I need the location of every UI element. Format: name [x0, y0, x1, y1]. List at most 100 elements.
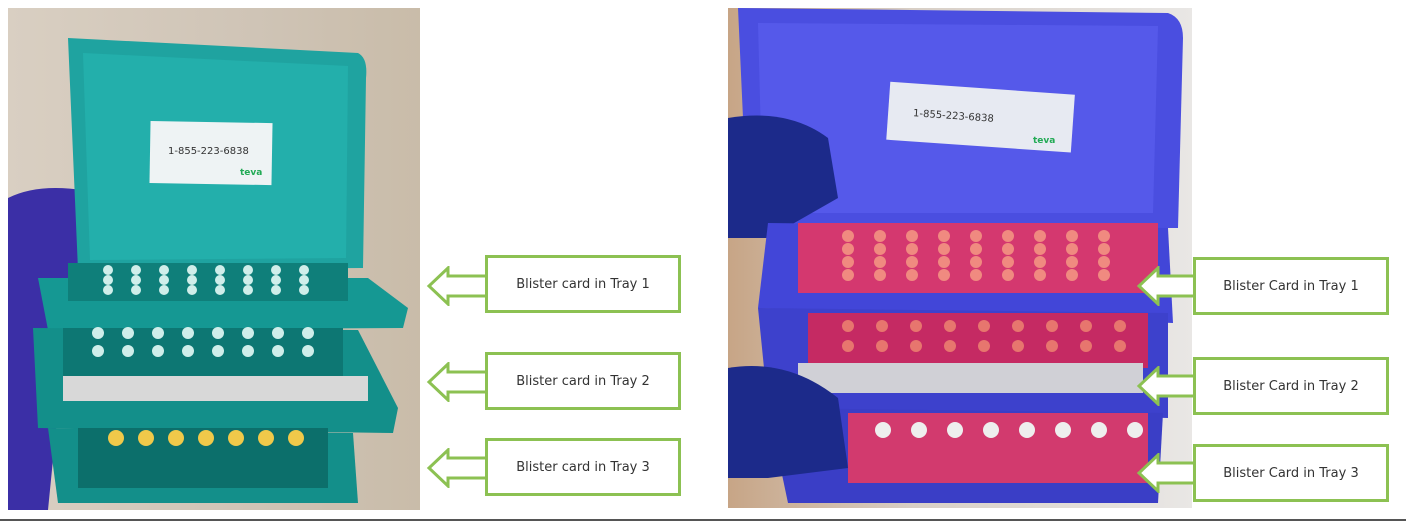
pill: [299, 265, 309, 275]
pill: [1091, 422, 1107, 438]
pill: [131, 275, 141, 285]
pill: [1114, 320, 1126, 332]
pill: [906, 243, 918, 255]
callout-tray-2: Blister card in Tray 2: [485, 352, 681, 410]
pill: [138, 430, 154, 446]
pill: [842, 269, 854, 281]
pill: [944, 320, 956, 332]
pill: [978, 320, 990, 332]
pill: [874, 243, 886, 255]
blister-foil: [63, 376, 368, 401]
pill: [215, 285, 225, 295]
pill: [302, 327, 314, 339]
pill: [187, 265, 197, 275]
pill: [187, 275, 197, 285]
pill: [198, 430, 214, 446]
glove: [8, 188, 120, 510]
bottom-divider: [0, 519, 1406, 521]
pill: [970, 269, 982, 281]
pill: [1066, 269, 1078, 281]
pill: [1127, 422, 1143, 438]
phone-label: 1-855-223-6838: [168, 146, 249, 157]
pill: [1019, 422, 1035, 438]
pill: [910, 320, 922, 332]
lid-label: [886, 81, 1075, 153]
arrow-left-icon: [1136, 266, 1196, 306]
pill: [228, 430, 244, 446]
pill: [842, 340, 854, 352]
pill: [1002, 269, 1014, 281]
pill: [131, 285, 141, 295]
pill: [92, 327, 104, 339]
pill: [299, 275, 309, 285]
pill: [131, 265, 141, 275]
pill: [1034, 243, 1046, 255]
pill: [108, 430, 124, 446]
pill: [1002, 230, 1014, 242]
blue-case-illustration: [728, 8, 1183, 503]
pill: [288, 430, 304, 446]
callout-tray-1: Blister Card in Tray 1: [1193, 257, 1389, 315]
pill: [159, 265, 169, 275]
pill: [910, 340, 922, 352]
pill: [938, 269, 950, 281]
pill: [103, 285, 113, 295]
pill: [1046, 340, 1058, 352]
pill: [874, 269, 886, 281]
pill: [938, 243, 950, 255]
pill: [215, 275, 225, 285]
teva-logo: teva: [240, 168, 263, 178]
pill: [947, 422, 963, 438]
pill: [271, 275, 281, 285]
pill: [187, 285, 197, 295]
pill: [1098, 269, 1110, 281]
pill: [1034, 256, 1046, 268]
pill: [272, 327, 284, 339]
arrow-left-icon: [426, 266, 486, 306]
pill: [1012, 320, 1024, 332]
pill: [978, 340, 990, 352]
pill: [911, 422, 927, 438]
pill: [242, 345, 254, 357]
pill: [1080, 320, 1092, 332]
pill: [970, 256, 982, 268]
pill: [302, 345, 314, 357]
pill: [159, 285, 169, 295]
pill: [152, 327, 164, 339]
pill: [1012, 340, 1024, 352]
pill: [938, 230, 950, 242]
lid-label: [149, 120, 273, 186]
pill: [1055, 422, 1071, 438]
pill: [243, 285, 253, 295]
arrow-left-icon: [1136, 366, 1196, 406]
pill: [1002, 243, 1014, 255]
pill: [1098, 243, 1110, 255]
pill: [874, 256, 886, 268]
callout-tray-2: Blister Card in Tray 2: [1193, 357, 1389, 415]
teal-case-illustration: [8, 38, 408, 510]
pill: [1066, 230, 1078, 242]
pill: [159, 275, 169, 285]
teal-pill-case-photo: 1-855-223-6838 teva: [8, 8, 420, 510]
pill: [906, 269, 918, 281]
pill: [938, 256, 950, 268]
pill: [842, 320, 854, 332]
callout-tray-1: Blister card in Tray 1: [485, 255, 681, 313]
pill: [1098, 230, 1110, 242]
pill: [258, 430, 274, 446]
pill: [944, 340, 956, 352]
pill: [152, 345, 164, 357]
pill: [272, 345, 284, 357]
pill: [103, 265, 113, 275]
pill: [122, 327, 134, 339]
pill: [970, 243, 982, 255]
pill: [1002, 256, 1014, 268]
callout-tray-3: Blister card in Tray 3: [485, 438, 681, 496]
pill: [212, 327, 224, 339]
pill: [1034, 230, 1046, 242]
pill: [842, 243, 854, 255]
pill: [875, 422, 891, 438]
pill: [1066, 256, 1078, 268]
pill: [243, 275, 253, 285]
arrow-left-icon: [1136, 453, 1196, 493]
